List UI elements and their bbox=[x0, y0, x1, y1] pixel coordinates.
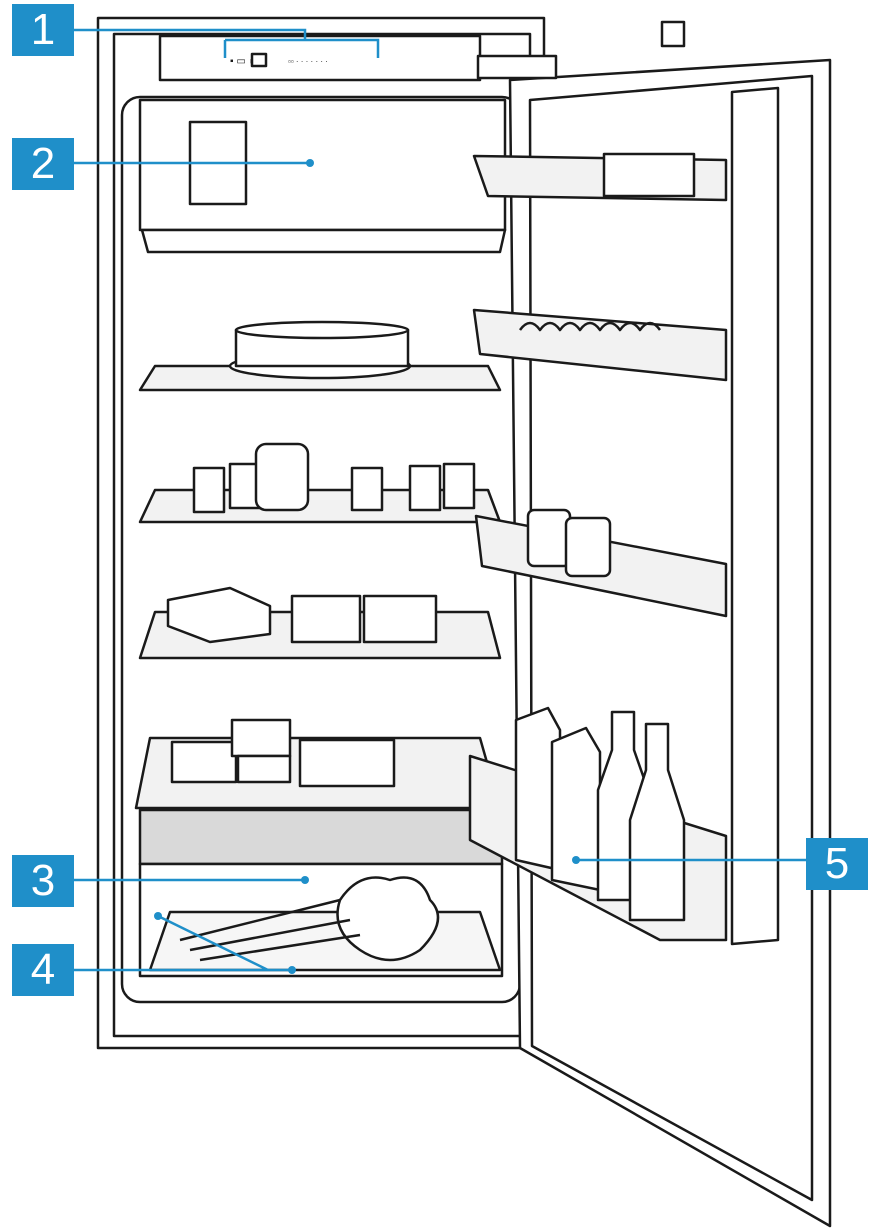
shelf bbox=[138, 320, 502, 392]
door-bin bbox=[474, 508, 728, 618]
door-bin bbox=[472, 152, 728, 202]
svg-text:▪ ▭ ◗: ▪ ▭ ◗ bbox=[230, 56, 255, 67]
door-rack-bottles bbox=[468, 706, 728, 942]
shelf bbox=[138, 442, 502, 524]
leader-line-4 bbox=[74, 914, 292, 972]
callout-1: 1 bbox=[12, 4, 74, 56]
leader-dot bbox=[572, 856, 580, 864]
door-bin-egg-tray bbox=[472, 308, 728, 382]
callout-3: 3 bbox=[12, 855, 74, 907]
svg-text:▫▫ · · · · · · ·: ▫▫ · · · · · · · bbox=[288, 57, 328, 66]
shelf bbox=[134, 718, 502, 810]
fridge-door bbox=[476, 20, 832, 1228]
leader-dot bbox=[301, 876, 309, 884]
control-panel: ▪ ▭ ◗ ▫▫ · · · · · · · bbox=[158, 34, 482, 82]
freezer-compartment bbox=[138, 98, 507, 254]
callout-2: 2 bbox=[12, 138, 74, 190]
leader-dot bbox=[154, 912, 162, 920]
leader-dot bbox=[288, 966, 296, 974]
vegetable-drawer bbox=[138, 808, 504, 978]
shelf bbox=[138, 586, 502, 660]
leader-dot bbox=[306, 159, 314, 167]
callout-4: 4 bbox=[12, 944, 74, 996]
callout-5: 5 bbox=[806, 838, 868, 890]
leader-line-1 bbox=[74, 28, 380, 58]
